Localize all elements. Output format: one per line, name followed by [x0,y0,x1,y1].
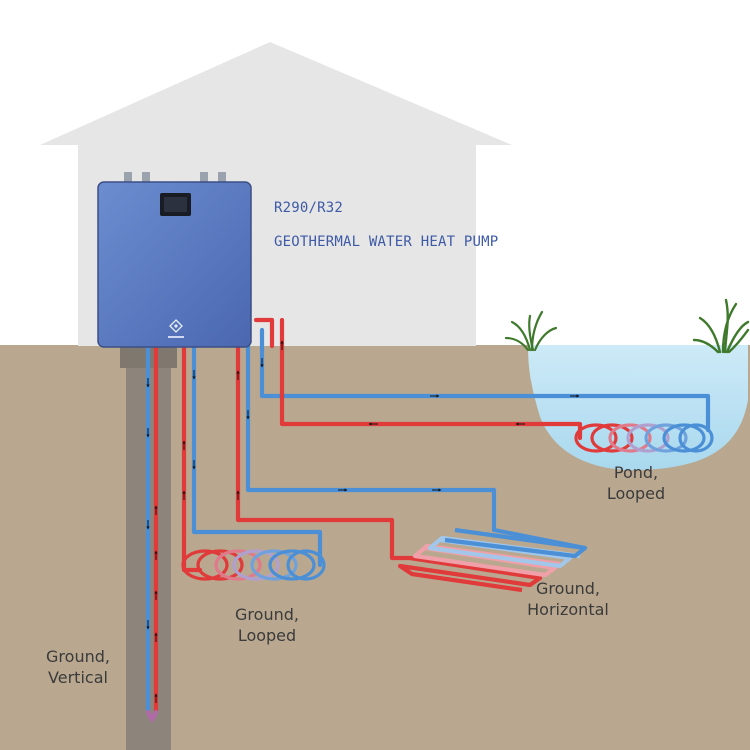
grass-tuft-left [504,310,558,352]
loop-label-line2: Vertical [48,668,108,687]
loop-label-line1: Ground, [46,647,110,666]
grass-tuft-right [692,298,750,354]
loop-label-line1: Ground, [536,579,600,598]
pond-hot-pipe-a [253,317,275,349]
pond [528,345,748,471]
loop-label-pond: Pond, Looped [592,462,680,504]
flow-arrows [146,340,580,703]
loop-label-vertical: Ground, Vertical [36,646,120,688]
loop-label-ground-looped: Ground, Looped [222,604,312,646]
loop-label-line2: Looped [606,484,666,503]
ground-loop-coils [181,549,326,581]
brand-emblem-icon [169,319,183,333]
horizontal-cold-pipe [245,343,588,551]
loop-label-line2: Horizontal [527,600,609,619]
loop-label-line2: Looped [237,626,297,645]
ground-loop-cold-pipe [191,343,323,568]
horizontal-slinky-field [397,527,588,593]
loop-label-horizontal: Ground, Horizontal [512,578,624,620]
pond-loop-coils [574,423,714,453]
heat-pump-unit [97,172,252,348]
horizontal-hot-pipe [235,343,413,561]
product-name-label: GEOTHERMAL WATER HEAT PUMP [274,234,499,250]
loop-label-line1: Pond, [613,463,659,482]
loop-label-line1: Ground, [235,605,299,624]
refrigerant-label: R290/R32 [274,200,344,216]
